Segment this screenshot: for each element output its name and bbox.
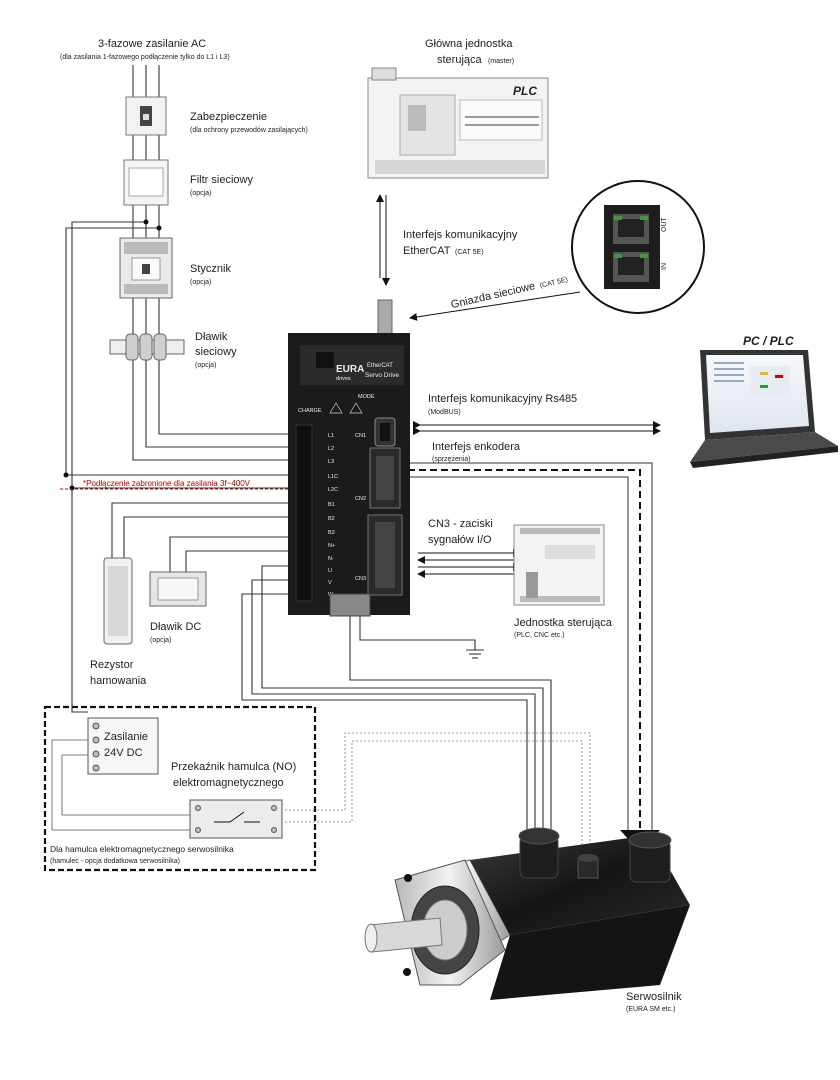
brake-signal-wires: [285, 732, 591, 858]
drive-model: Servo Drive: [365, 372, 399, 379]
terminal-label: L2C: [328, 487, 338, 493]
brake-box-note: (hamulec - opcja dodatkowa serwosilnika): [50, 858, 180, 865]
line-filter: [123, 159, 169, 206]
protection-label: Zabezpieczenie: [190, 111, 267, 123]
terminal-label: B2: [328, 516, 335, 522]
drive-cn3: CN3: [355, 576, 366, 582]
servo-motor-label: Serwosilnik: [626, 991, 682, 1003]
dc-reactor-label: Dławik DC: [150, 621, 201, 633]
terminal-label: B3: [328, 530, 335, 536]
encoder-note: (sprzężenia): [432, 456, 471, 463]
ethercat-note: (CAT 5E): [455, 249, 484, 256]
encoder-label: Interfejs enkodera: [432, 441, 521, 453]
ground-wire: [349, 600, 552, 835]
master-plc: PLC: [367, 67, 549, 179]
terminal-label: B1: [328, 502, 335, 508]
ac-input-wires: [132, 65, 160, 334]
control-unit: [513, 524, 605, 606]
control-unit-label: Jednostka sterująca: [514, 617, 613, 629]
drive-brand: EURA: [336, 364, 364, 375]
servo-drive: EURA drives EtherCAT Servo Drive MODE CH…: [288, 299, 410, 617]
io-signal-arrows: [417, 549, 521, 578]
psu-relay-wires: [51, 739, 190, 831]
rs485-note: (ModBUS): [428, 409, 461, 416]
brake-resistor-wires: [111, 502, 300, 560]
port-out-label: OUT: [661, 217, 668, 233]
drive-cn2: CN2: [355, 496, 366, 502]
brake-res-label-line1: Rezystor: [90, 659, 134, 671]
contactor-label: Stycznik: [190, 263, 231, 275]
terminal-label: U: [328, 568, 332, 574]
cn3-label-line2: sygnałów I/O: [428, 534, 492, 546]
rs485-label: Interfejs komunikacyjny Rs485: [428, 393, 577, 405]
brake-relay: [189, 799, 283, 839]
reactor-label-line1: Dławik: [195, 331, 228, 343]
line-reactor: [109, 333, 185, 361]
ac-supply-label: 3-fazowe zasilanie AC: [98, 38, 206, 50]
dc-reactor-note: (opcja): [150, 637, 171, 644]
contactor-note: (opcja): [190, 279, 211, 286]
terminal-label: V: [328, 580, 332, 586]
brake-res-label-line2: hamowania: [90, 675, 147, 687]
contactor: [119, 237, 173, 299]
brake-box-label: Dla hamulca elektromagnetycznego serwosi…: [50, 844, 234, 854]
rs485-link: [413, 421, 661, 435]
cn3-label-line1: CN3 - zaciski: [428, 518, 493, 530]
dc-reactor: [149, 571, 207, 607]
line-filter-note: (opcja): [190, 190, 211, 197]
ethercat-label-line2: EtherCAT: [403, 245, 451, 257]
brake-option-box: [43, 705, 317, 872]
master-label-line2: sterująca: [437, 54, 483, 66]
network-socket-detail: OUT IN: [571, 180, 705, 314]
terminal-label: L1: [328, 433, 334, 439]
drive-ethercat: EtherCAT: [367, 363, 393, 369]
reactor-label-line2: sieciowy: [195, 346, 237, 358]
ethercat-link: [376, 194, 390, 286]
psu-24v: [87, 717, 159, 775]
forbidden-label: *Podłączenie zabronione dla zasilania 3f…: [83, 479, 251, 488]
drive-brand-sub: drives: [336, 376, 351, 382]
terminal-label: L1C: [328, 474, 338, 480]
ac-supply-note: (dla zasilania 1-fazowego podłączenie ty…: [60, 54, 230, 61]
control-unit-note: (PLC, CNC etc.): [514, 632, 565, 639]
pc-plc-label: PC / PLC: [743, 334, 794, 348]
socket-pointer: [409, 291, 581, 321]
psu-label-line1: Zasilanie: [104, 731, 148, 743]
port-in-label: IN: [661, 263, 668, 270]
reactor-note: (opcja): [195, 362, 216, 369]
servo-motor: [364, 827, 690, 1000]
ethercat-label-line1: Interfejs komunikacyjny: [403, 229, 518, 241]
relay-label-line2: elektromagnetycznego: [173, 777, 284, 789]
servo-motor-note: (EURA SM etc.): [626, 1006, 675, 1013]
terminal-labels: L1 L2 L3 L1C L2C B1 B2 B3 N+ N- U V W: [328, 433, 338, 598]
relay-label-line1: Przekaźnik hamulca (NO): [171, 761, 296, 773]
terminal-label: N+: [328, 543, 335, 549]
master-label-line1: Główna jednostka: [425, 38, 513, 50]
terminal-label: L2: [328, 446, 334, 452]
terminal-label: N-: [328, 556, 334, 562]
plc-label: PLC: [513, 84, 537, 98]
drive-cn1: CN1: [355, 433, 366, 439]
net-socket-note: (CAT 5E): [539, 277, 568, 290]
main-power-wires: [132, 358, 300, 461]
brake-resistor: [103, 557, 133, 645]
psu-label-line2: 24V DC: [104, 747, 143, 759]
protection-note: (dla ochrony przewodów zasilających): [190, 127, 308, 134]
drive-mode: MODE: [358, 394, 375, 400]
line-filter-label: Filtr sieciowy: [190, 174, 253, 186]
laptop-pc: [690, 350, 838, 468]
terminal-label: L3: [328, 459, 334, 465]
dc-reactor-wires: [169, 536, 300, 572]
net-socket-label: Gniazda sieciowe: [450, 280, 537, 311]
control-power-wires: [63, 219, 300, 713]
circuit-breaker: [125, 96, 167, 136]
master-note: (master): [488, 58, 514, 65]
drive-charge: CHARGE: [298, 408, 322, 414]
